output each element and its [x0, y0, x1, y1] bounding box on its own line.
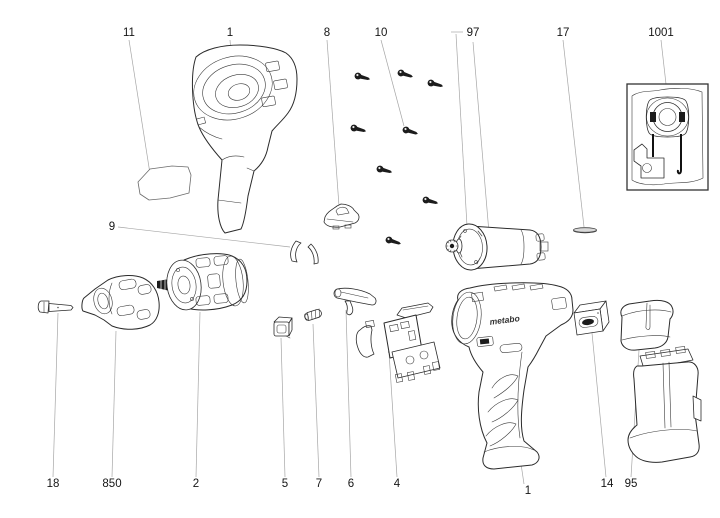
part-mount-block-14 — [573, 300, 610, 336]
part-switch-assembly-4 — [355, 302, 441, 383]
part-chuck-850 — [81, 275, 160, 330]
part-gearbox-2 — [157, 253, 249, 311]
callout-1001: 1001 — [648, 27, 674, 39]
part-motor-97 — [445, 223, 549, 271]
metabo-logo: metabo — [489, 313, 520, 327]
callout-5: 5 — [282, 478, 288, 490]
part-strips-9 — [290, 240, 319, 265]
part-battery-pack-95 — [627, 346, 702, 463]
callout-4: 4 — [394, 478, 401, 490]
part-screws-10 — [349, 68, 444, 248]
part-lever-6 — [333, 287, 377, 316]
callout-850: 850 — [102, 478, 121, 490]
part-battery-cap-95 — [620, 299, 674, 351]
callout-8: 8 — [324, 27, 330, 39]
callout-14: 14 — [601, 478, 614, 490]
part-spring-7 — [304, 308, 322, 322]
callout-1-bottom: 1 — [525, 485, 531, 497]
part-button-5 — [273, 316, 293, 339]
callout-6: 6 — [348, 478, 354, 490]
callout-18: 18 — [47, 478, 60, 490]
callout-2: 2 — [193, 478, 199, 490]
callout-1-top: 1 — [227, 27, 233, 39]
leader-lines — [52, 31, 667, 485]
callout-7: 7 — [316, 478, 322, 490]
part-washer-17 — [573, 227, 597, 234]
part-chuck-bolt-18 — [37, 300, 74, 314]
callout-10: 10 — [375, 27, 388, 39]
callout-9: 9 — [109, 221, 115, 233]
part-housing-right-half-1: metabo — [451, 282, 574, 470]
part-sticker-11 — [137, 165, 192, 201]
callout-17: 17 — [557, 27, 570, 39]
part-cap-8 — [323, 203, 360, 230]
part-wiring-diagram-1001 — [626, 83, 709, 191]
callout-97: 97 — [467, 27, 480, 39]
part-housing-left-half-1 — [191, 44, 298, 234]
callout-labels: 11 1 8 10 97 17 1001 9 18 850 2 5 7 6 4 … — [47, 27, 674, 497]
callout-11: 11 — [123, 27, 135, 39]
callout-95: 95 — [625, 478, 638, 490]
